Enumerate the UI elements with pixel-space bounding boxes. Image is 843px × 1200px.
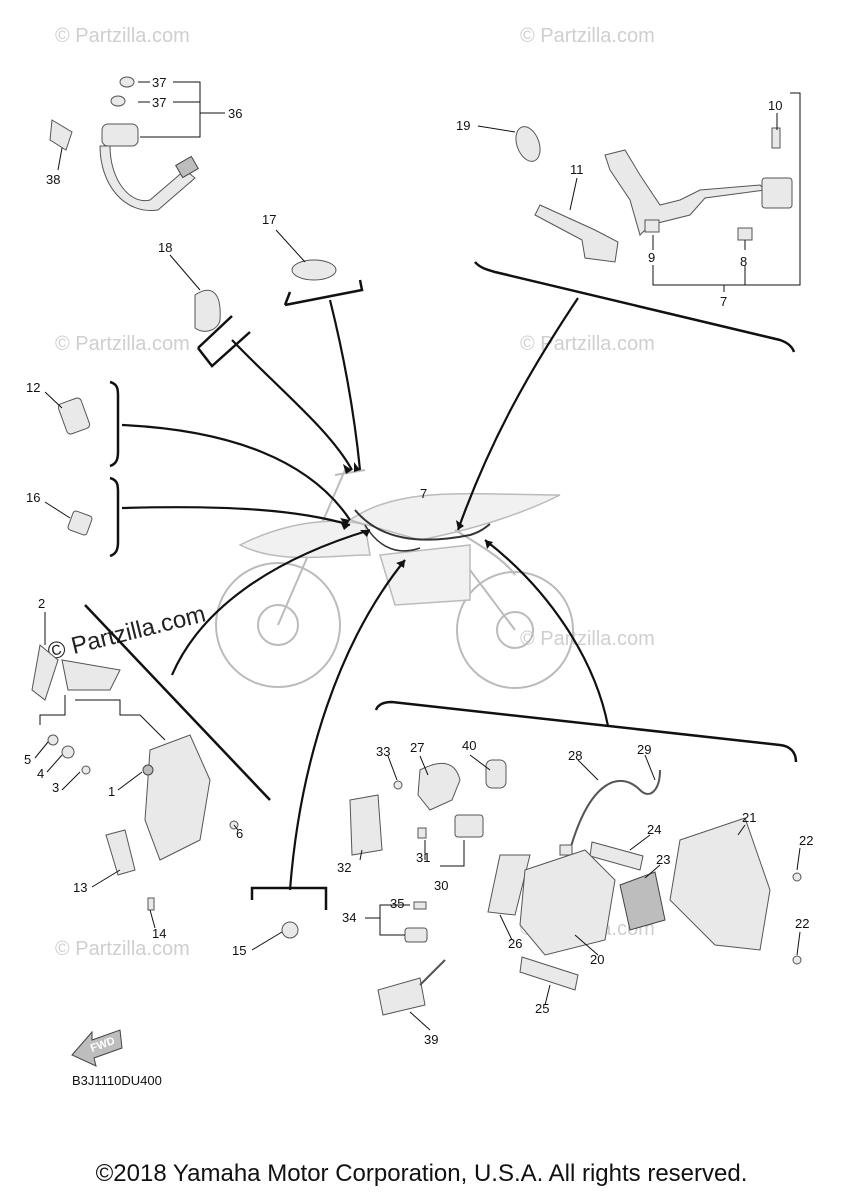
callout-38: 38 [46,172,60,187]
callout-22: 22 [795,916,809,931]
callout-29: 29 [637,742,651,757]
callout-11: 11 [570,162,584,177]
callout-26: 26 [508,936,522,951]
watermark-text: © Partzilla.com [45,601,208,666]
watermark-text: © Partzilla.com [55,25,190,47]
callout-30: 30 [434,878,448,893]
callout-28: 28 [568,748,582,763]
forward-arrow-icon [71,1029,123,1067]
watermark-text: © Partzilla.com [520,25,655,47]
callout-25: 25 [535,1001,549,1016]
callout-34: 34 [342,910,356,925]
callout-13: 13 [73,880,87,895]
callout-17: 17 [262,212,276,227]
callout-10: 10 [768,98,782,113]
callout-22: 22 [799,833,813,848]
motorcycle-illustration [215,469,574,689]
callout-9: 9 [648,250,655,265]
callout-39: 39 [424,1032,438,1047]
callout-36: 36 [228,106,242,121]
callout-40: 40 [462,738,476,753]
callout-33: 33 [376,744,390,759]
callout-21: 21 [742,810,756,825]
callout-2: 2 [38,596,45,611]
watermarks: © Partzilla.com © Partzilla.com © Partzi… [45,25,655,960]
callout-15: 15 [232,943,246,958]
group-brackets [84,261,798,910]
callout-32: 32 [337,860,351,875]
leader-lines [34,81,801,1031]
copyright-notice: ©2018 Yamaha Motor Corporation, U.S.A. A… [95,1160,748,1187]
callout-7: 7 [720,294,727,309]
callout-27: 27 [410,740,424,755]
callout-numbers: 1 2 3 4 5 6 7 7 8 9 10 11 12 13 14 15 16… [24,75,813,1055]
callout-6: 6 [236,826,243,841]
callout-1: 1 [108,784,115,799]
callout-12: 12 [26,380,40,395]
parts [31,76,802,1067]
callout-3: 3 [52,780,59,795]
callout-37: 37 [152,75,166,90]
callout-4: 4 [37,766,44,781]
callout-8: 8 [740,254,747,269]
pointer-arrows [121,297,610,891]
callout-19: 19 [456,118,470,133]
callout-20: 20 [590,952,604,967]
watermark-text: © Partzilla.com [520,333,655,355]
callout-35: 35 [390,896,404,911]
callout-14: 14 [152,926,166,941]
diagram-code: B3J1110DU400 [72,1073,162,1088]
watermark-text: © Partzilla.com [55,333,190,355]
callout-18: 18 [158,240,172,255]
callout-24: 24 [647,822,661,837]
callout-5: 5 [24,752,31,767]
callout-16: 16 [26,490,40,505]
callout-23: 23 [656,852,670,867]
callout-31: 31 [416,850,430,865]
callout-7: 7 [420,486,427,501]
watermark-text: © Partzilla.com [520,628,655,650]
watermark-text: © Partzilla.com [55,938,190,960]
callout-37: 37 [152,95,166,110]
